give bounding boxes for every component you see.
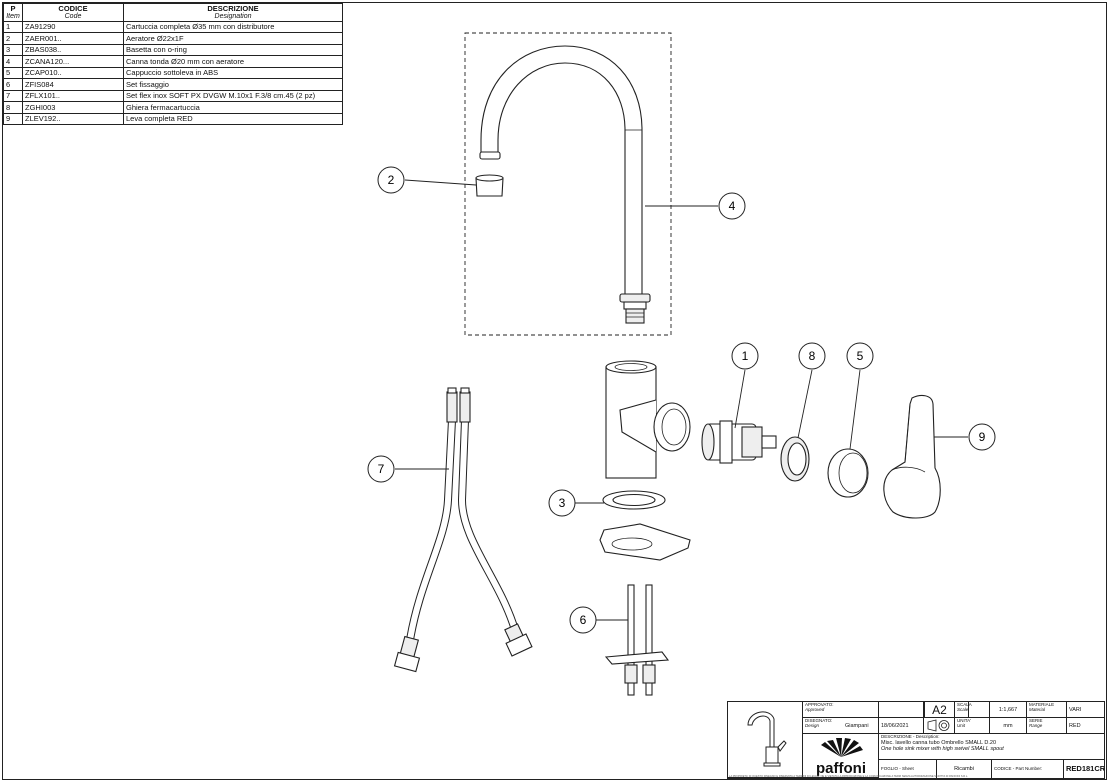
callout-6: 6 bbox=[569, 606, 597, 634]
callout-label: 7 bbox=[378, 462, 385, 476]
sheet-value: Ricambi bbox=[937, 760, 992, 778]
material-value: VARI bbox=[1067, 702, 1104, 718]
date-value: 18/06/2021 bbox=[879, 718, 924, 734]
designer-value: Giampani bbox=[843, 718, 879, 734]
leader-line-1 bbox=[734, 369, 746, 429]
leader-line-2 bbox=[404, 179, 477, 186]
logo-text: paffoni bbox=[816, 760, 866, 777]
flex-hoses-part bbox=[393, 387, 533, 673]
row-description: Aeratore Ø22x1F bbox=[123, 32, 343, 45]
approved-value-cell bbox=[879, 702, 924, 718]
callout-8: 8 bbox=[798, 342, 826, 370]
description-cell: DESCRIZIONE - Description: Misc. lavello… bbox=[879, 734, 1104, 760]
callout-5: 5 bbox=[846, 342, 874, 370]
spout-part bbox=[479, 45, 651, 324]
projection-symbol-icon bbox=[927, 719, 950, 732]
projection-symbol-cell bbox=[924, 718, 955, 734]
callout-9: 9 bbox=[968, 423, 996, 451]
approved-cell: APPROVATO:Approved bbox=[803, 702, 879, 718]
cartridge-part bbox=[701, 420, 777, 464]
ring-nut-part bbox=[780, 436, 810, 482]
unit-value: mm bbox=[990, 718, 1027, 734]
paffoni-logo-icon: paffoni bbox=[816, 738, 866, 777]
unit-cell: UNITA'Unit bbox=[955, 718, 990, 734]
callout-label: 4 bbox=[729, 199, 736, 213]
callout-1: 1 bbox=[731, 342, 759, 370]
brand-logo: paffoni bbox=[803, 734, 879, 778]
callout-label: 5 bbox=[857, 349, 864, 363]
aerator-part bbox=[475, 174, 504, 197]
faucet-thumbnail-icon bbox=[747, 711, 787, 767]
callout-label: 2 bbox=[388, 173, 395, 187]
callout-2: 2 bbox=[377, 166, 405, 194]
row-description: Leva completa RED bbox=[123, 112, 343, 125]
leader-line-5 bbox=[849, 369, 861, 450]
part-number-value: RED181CR bbox=[1066, 764, 1104, 773]
row-description: Basetta con o-ring bbox=[123, 43, 343, 56]
part-number-cell: CODICE - Part Number: bbox=[992, 760, 1064, 778]
product-thumbnail bbox=[728, 702, 803, 778]
format-cell: A2 bbox=[924, 702, 955, 718]
callout-label: 9 bbox=[979, 430, 986, 444]
lever-part bbox=[883, 394, 941, 519]
description-italian: Misc. lavello canna tubo Ombrello SMALL … bbox=[881, 739, 997, 746]
base-oring-part bbox=[602, 490, 666, 510]
sheet-cell: FOGLIO - Sheet bbox=[879, 760, 937, 778]
callout-3: 3 bbox=[548, 489, 576, 517]
leader-line-8 bbox=[797, 369, 813, 439]
legal-footnote: LA PROPRIETA' DI QUESTO DISEGNO È RISERV… bbox=[729, 775, 969, 778]
series-value: RED bbox=[1067, 718, 1104, 734]
description-english: One hole sink mixer with high swivel SMA… bbox=[881, 745, 1004, 752]
cap-part bbox=[827, 448, 869, 498]
row-code: ZBAS038.. bbox=[22, 43, 124, 56]
callout-4: 4 bbox=[718, 192, 746, 220]
callout-label: 6 bbox=[580, 613, 587, 627]
callout-7: 7 bbox=[367, 455, 395, 483]
mounting-plate-part bbox=[599, 523, 691, 561]
scale-value: 1:1,667 bbox=[990, 702, 1027, 718]
callout-label: 1 bbox=[742, 349, 749, 363]
callout-label: 8 bbox=[809, 349, 816, 363]
callout-label: 3 bbox=[559, 496, 566, 510]
fixing-set-part bbox=[604, 584, 670, 696]
mixer-body-part bbox=[605, 360, 691, 479]
